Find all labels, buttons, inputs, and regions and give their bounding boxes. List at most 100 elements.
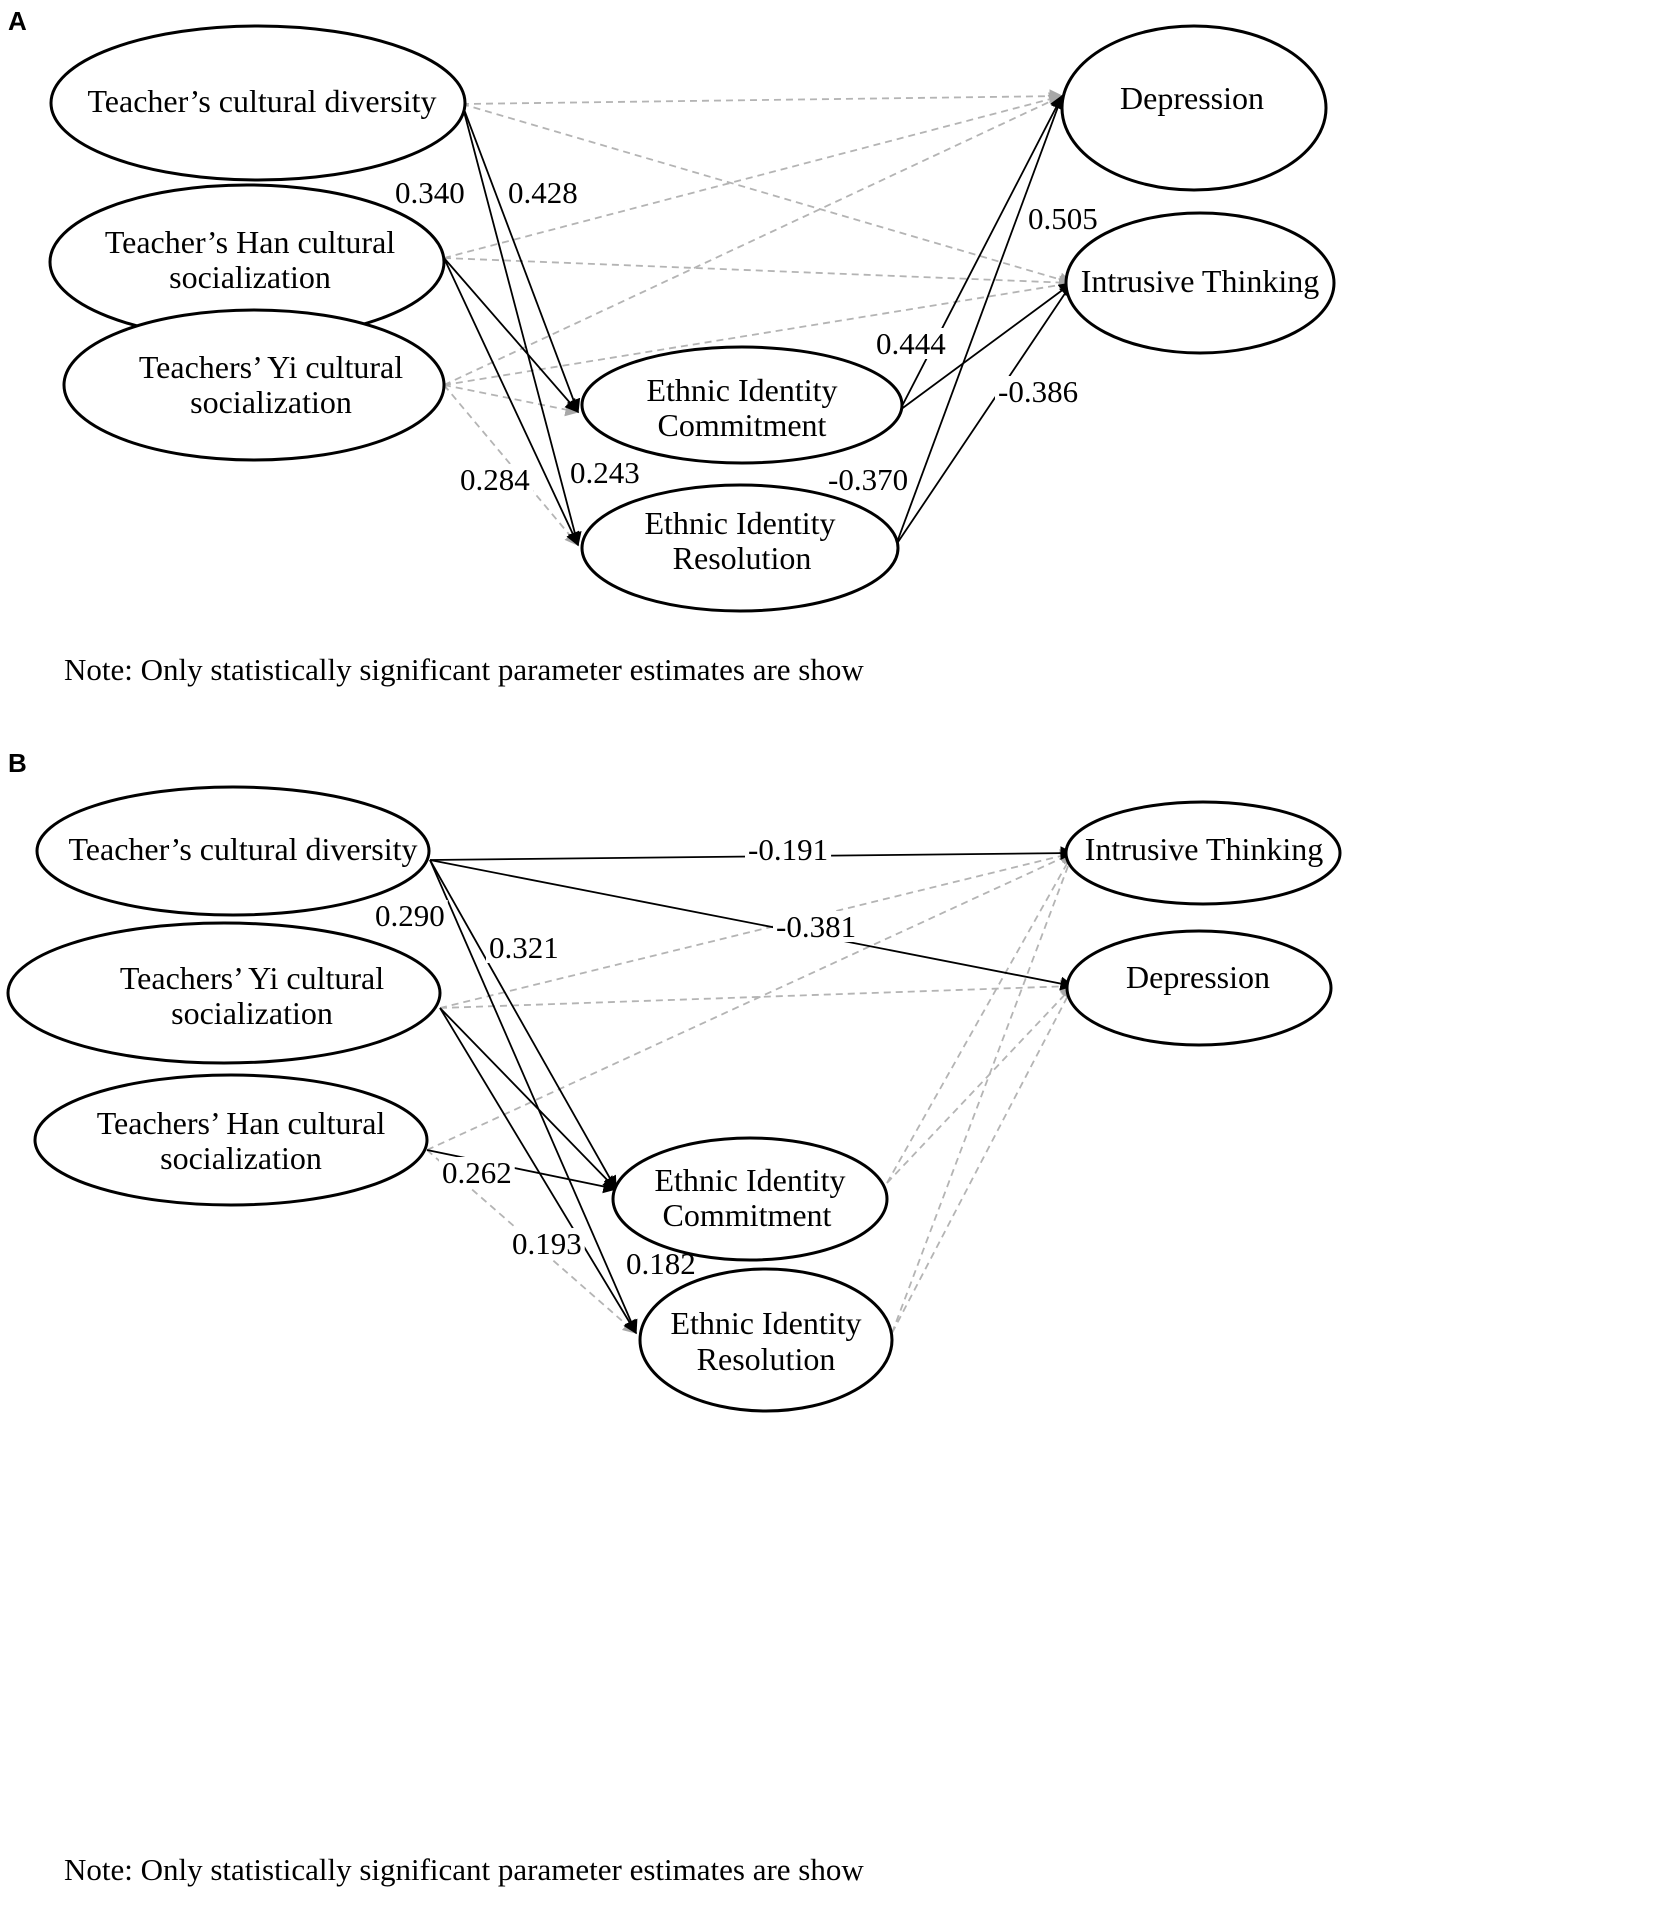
node-label: Teachers’ Yi cultural [120,960,384,996]
path-arrow-tycs-to-eir [439,1007,637,1335]
node-label: Resolution [673,540,812,576]
node-label: socialization [169,259,331,295]
path-arrow-tcd-to-eir [461,103,582,547]
path-arrow-thcs-to-eir [443,257,580,547]
path-arrow-eir-to-it [891,851,1076,1334]
path-arrow-tcd-to-it [461,103,1074,287]
node-teachers-yi-cultural-socialization: Teachers’ Yi cultural socialization [62,308,446,462]
label-background [1025,203,1101,234]
node-ellipse [1064,211,1336,355]
node-label: Ethnic Identity [644,505,835,541]
path-arrow-tycs-to-eir [443,384,579,547]
path-coefficient-label: -0.381 [776,909,856,944]
label-background [392,177,468,208]
label-background [439,1157,515,1188]
label-background [509,1228,585,1259]
panel-letter: A [8,6,27,36]
node-label: Intrusive Thinking [1085,831,1324,867]
path-coefficient-label: 0.444 [876,326,946,361]
path-arrow-eir-to-dep [891,984,1074,1334]
label-background [773,911,860,942]
label-background [567,457,643,488]
path-coefficient-label: 0.262 [442,1155,512,1190]
path-arrow-tycs-to-eic [443,384,580,417]
edge-layer: 0.428 0.243 0.340 0.284 0.444 0.505 -0.370 -0.3… [392,89,1101,547]
path-arrow-tcd-to-eic [429,859,617,1191]
path-arrow-eir-to-dep [895,94,1065,546]
path-arrow-tycs-to-it [439,849,1075,1009]
path-coefficient-label: 0.284 [460,462,530,497]
node-label: Depression [1126,959,1270,995]
node-label: Teacher’s cultural diversity [68,831,417,867]
path-arrow-thcs-to-it [443,257,1074,290]
path-coefficient-label: -0.386 [998,374,1078,409]
node-ellipse [1065,929,1333,1047]
node-label: Resolution [697,1341,836,1377]
node-ellipse [1064,800,1342,906]
node-ellipse [638,1267,894,1413]
path-arrow-thcs-to-dep [443,92,1064,259]
path-arrow-thcs-to-eic [443,257,579,414]
path-arrow-tycs-to-it [443,278,1074,386]
path-coefficient-label: 0.193 [512,1226,582,1261]
path-arrow-tycs-to-dep [443,94,1064,386]
node-intrusive-thinking: Intrusive Thinking [1064,211,1336,355]
figure-note: Note: Only statistically significant par… [64,652,864,687]
node-label: Ethnic Identity [646,372,837,408]
path-coefficient-label: 0.428 [508,175,578,210]
node-label: Depression [1120,80,1264,116]
path-arrow-tycs-to-dep [439,979,1075,1009]
label-background [745,834,832,865]
node-label: Teachers’ Yi cultural [139,349,403,385]
node-depression: Depression [1060,24,1328,192]
label-background [372,900,448,931]
path-coefficient-label: -0.191 [748,832,828,867]
node-ellipse [580,483,900,613]
node-label: Ethnic Identity [654,1162,845,1198]
path-arrow-eic-to-it [886,851,1074,1184]
panel-letter: B [8,748,27,778]
node-ellipse [1060,24,1328,192]
path-coefficient-label: -0.370 [828,462,908,497]
path-arrow-eic-to-dep [886,984,1074,1184]
label-background [505,177,581,208]
node-ellipse [35,785,431,917]
path-arrow-tcd-to-dep [429,859,1075,991]
panel-a: A 0.428 0.243 0.340 0.284 0.444 0.505 -0.370 -0… [8,6,1336,687]
node-label: Intrusive Thinking [1081,263,1320,299]
node-intrusive-thinking: Intrusive Thinking [1064,800,1342,906]
node-label: socialization [190,384,352,420]
node-ellipse [62,308,446,462]
node-label: socialization [171,995,333,1031]
path-arrow-tycs-to-eic [439,1007,617,1191]
path-coefficient-label: 0.321 [489,930,559,965]
path-arrow-tcd-to-eic [461,103,581,414]
label-background [486,932,562,963]
node-ethnic-identity-resolution: Ethnic Identity Resolution [638,1267,894,1413]
path-coefficient-label: 0.290 [375,898,445,933]
node-label: Teacher’s Han cultural [105,224,395,260]
path-arrow-eic-to-it [899,282,1074,411]
node-teachers-cultural-diversity: Teacher’s cultural diversity [35,785,431,917]
node-label: Teachers’ Han cultural [97,1105,386,1141]
path-arrow-eir-to-it [895,281,1073,546]
node-ethnic-identity-commitment: Ethnic Identity Commitment [611,1136,889,1262]
node-label: socialization [160,1140,322,1176]
node-label: Commitment [658,407,827,443]
node-label: Teacher’s cultural diversity [87,83,436,119]
panel-b: B -0.191-0.3810.3210.2900.1930.1820.262 … [6,748,1342,1887]
path-coefficient-label: 0.243 [570,455,640,490]
node-ellipse [6,921,442,1065]
path-arrow-thcs-to-eic [426,1149,618,1194]
label-background [873,328,950,359]
path-arrow-tcd-to-dep [461,89,1064,105]
node-ethnic-identity-resolution: Ethnic Identity Resolution [580,483,900,613]
path-coefficient-label: 0.505 [1028,201,1098,236]
node-teachers-cultural-diversity: Teacher’s cultural diversity [49,24,467,182]
node-ellipse [611,1136,889,1262]
node-teachers-han-cultural-socialization: Teachers’ Han cultural socialization [33,1073,429,1207]
node-teachers-yi-cultural-socialization: Teachers’ Yi cultural socialization [6,921,442,1065]
path-coefficient-label: 0.340 [395,175,465,210]
node-label: Commitment [663,1197,832,1233]
